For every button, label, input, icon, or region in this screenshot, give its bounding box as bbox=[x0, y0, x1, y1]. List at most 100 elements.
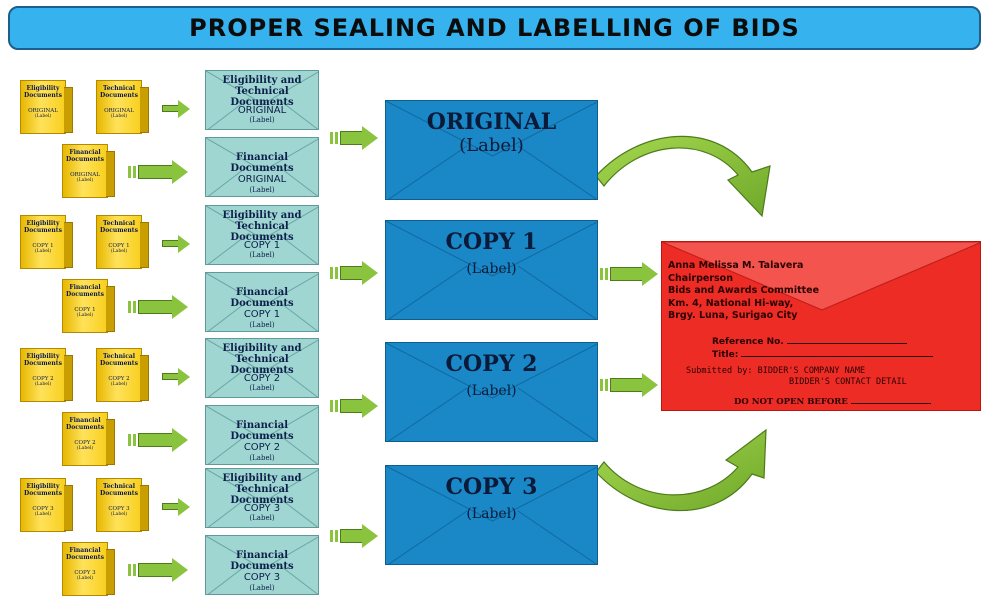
envelope-title: Financial Documents bbox=[230, 287, 294, 309]
folder-copy: ORIGINAL bbox=[104, 108, 134, 114]
title-banner: PROPER SEALING AND LABELLING OF BIDS bbox=[8, 6, 981, 50]
addressee-block: Anna Melissa M. Talavera Chairperson Bid… bbox=[668, 260, 819, 323]
arrow-head bbox=[362, 394, 378, 418]
envelope-fold-lines bbox=[386, 343, 597, 441]
arrow-bars bbox=[128, 434, 136, 446]
sealed-envelope-title: ORIGINAL bbox=[426, 109, 557, 135]
arrow-shaft bbox=[138, 433, 173, 447]
folder-label: (Label) bbox=[34, 114, 52, 119]
arrow-bars bbox=[128, 564, 136, 576]
envelope-fold-lines bbox=[206, 469, 318, 527]
folder-label: (Label) bbox=[34, 382, 52, 387]
arrow-shaft bbox=[162, 373, 179, 380]
arrow-bars bbox=[330, 132, 338, 144]
sealed-envelope-title: COPY 3 bbox=[445, 474, 538, 500]
envelope-fold-lines bbox=[386, 221, 597, 319]
submitted-by: Submitted by: BIDDER'S COMPANY NAME bbox=[686, 366, 866, 376]
folder-label: (Label) bbox=[110, 114, 128, 119]
arrow-shaft bbox=[610, 267, 643, 281]
sealed-envelope-title: COPY 1 bbox=[445, 229, 538, 255]
submitted-by-block: Submitted by: BIDDER'S COMPANY NAME BIDD… bbox=[686, 366, 907, 388]
envelope-label: (Label) bbox=[249, 384, 275, 392]
folder-copy: ORIGINAL bbox=[70, 172, 100, 178]
sealed-envelope: COPY 3 (Label) bbox=[385, 465, 598, 565]
envelope-label: (Label) bbox=[249, 321, 275, 329]
reference-label: Reference No. bbox=[712, 337, 784, 347]
folder-copy: COPY 1 bbox=[108, 243, 130, 249]
arrow-shaft bbox=[340, 266, 363, 280]
envelope-title: Eligibility and Technical Documents bbox=[222, 210, 302, 243]
arrow-head bbox=[642, 373, 658, 397]
arrow-shaft bbox=[610, 378, 643, 392]
arrow-head bbox=[172, 558, 188, 582]
arrow-head bbox=[172, 428, 188, 452]
arrow-shaft bbox=[162, 105, 179, 112]
arrow-bars bbox=[600, 379, 608, 391]
arrow-shaft bbox=[340, 399, 363, 413]
folder-copy: COPY 1 bbox=[74, 307, 96, 313]
envelope-title: Financial Documents bbox=[230, 152, 294, 174]
arrow-to-financial-envelope bbox=[128, 295, 188, 319]
arrow-to-big-envelope bbox=[330, 524, 378, 548]
folder-label: (Label) bbox=[110, 249, 128, 254]
envelope-fold-lines bbox=[206, 71, 318, 129]
arrow-head bbox=[178, 100, 190, 118]
arrow-shaft bbox=[162, 240, 179, 247]
envelope-title: Eligibility and Technical Documents bbox=[222, 75, 302, 108]
arrow-shaft bbox=[138, 165, 173, 179]
sealed-envelope: COPY 1(Label) bbox=[385, 220, 598, 320]
curved-arrow-bottom bbox=[595, 428, 767, 512]
envelope-fold-lines bbox=[206, 406, 318, 464]
envelope-title: Eligibility and Technical Documents bbox=[222, 473, 302, 506]
folder-label: (Label) bbox=[76, 313, 94, 318]
arrow-shaft bbox=[138, 300, 173, 314]
envelope-title: Financial Documents bbox=[230, 420, 294, 442]
arrow-bars bbox=[330, 267, 338, 279]
arrow-to-financial-envelope bbox=[128, 428, 188, 452]
folder-copy: COPY 3 bbox=[74, 570, 96, 576]
envelope-fold-lines bbox=[206, 273, 318, 331]
arrow-head bbox=[172, 295, 188, 319]
do-not-open-row: DO NOT OPEN BEFORE bbox=[734, 395, 931, 407]
sealed-envelope-title: COPY 2 bbox=[445, 351, 538, 377]
arrow-to-envelope bbox=[162, 368, 190, 386]
envelope-fold-lines bbox=[206, 339, 318, 397]
folder-title: Eligibility Documents bbox=[24, 220, 62, 234]
arrow-head bbox=[362, 261, 378, 285]
contact-detail: BIDDER'S CONTACT DETAIL bbox=[789, 377, 907, 387]
folder-label: (Label) bbox=[76, 446, 94, 451]
folder-title: Eligibility Documents bbox=[24, 85, 62, 99]
red-folder-flap bbox=[662, 242, 980, 311]
sealed-envelope-label: (Label) bbox=[466, 383, 517, 399]
arrow-to-big-envelope bbox=[330, 261, 378, 285]
envelope-fold-lines bbox=[206, 138, 318, 196]
address-line-2: Brgy. Luna, Surigao City bbox=[668, 310, 798, 321]
envelope-copy: COPY 1 bbox=[243, 309, 281, 320]
sealed-envelope-label: (Label) bbox=[466, 506, 517, 522]
arrow-head bbox=[178, 368, 190, 386]
envelope-fold-lines bbox=[206, 206, 318, 264]
envelope-label: (Label) bbox=[249, 514, 275, 522]
folder-label: (Label) bbox=[110, 512, 128, 517]
address-line-1: Km. 4, National Hi-way, bbox=[668, 297, 794, 309]
addressee-name: Anna Melissa M. Talavera bbox=[668, 260, 804, 271]
title-label: Title: bbox=[712, 350, 739, 360]
arrow-head bbox=[362, 524, 378, 548]
arrow-to-big-envelope bbox=[330, 126, 378, 150]
page-title: PROPER SEALING AND LABELLING OF BIDS bbox=[189, 14, 800, 42]
envelope-label: (Label) bbox=[249, 454, 275, 462]
envelope-label: (Label) bbox=[249, 251, 275, 259]
title-blank bbox=[741, 348, 934, 357]
envelope-copy: ORIGINAL bbox=[237, 174, 287, 185]
